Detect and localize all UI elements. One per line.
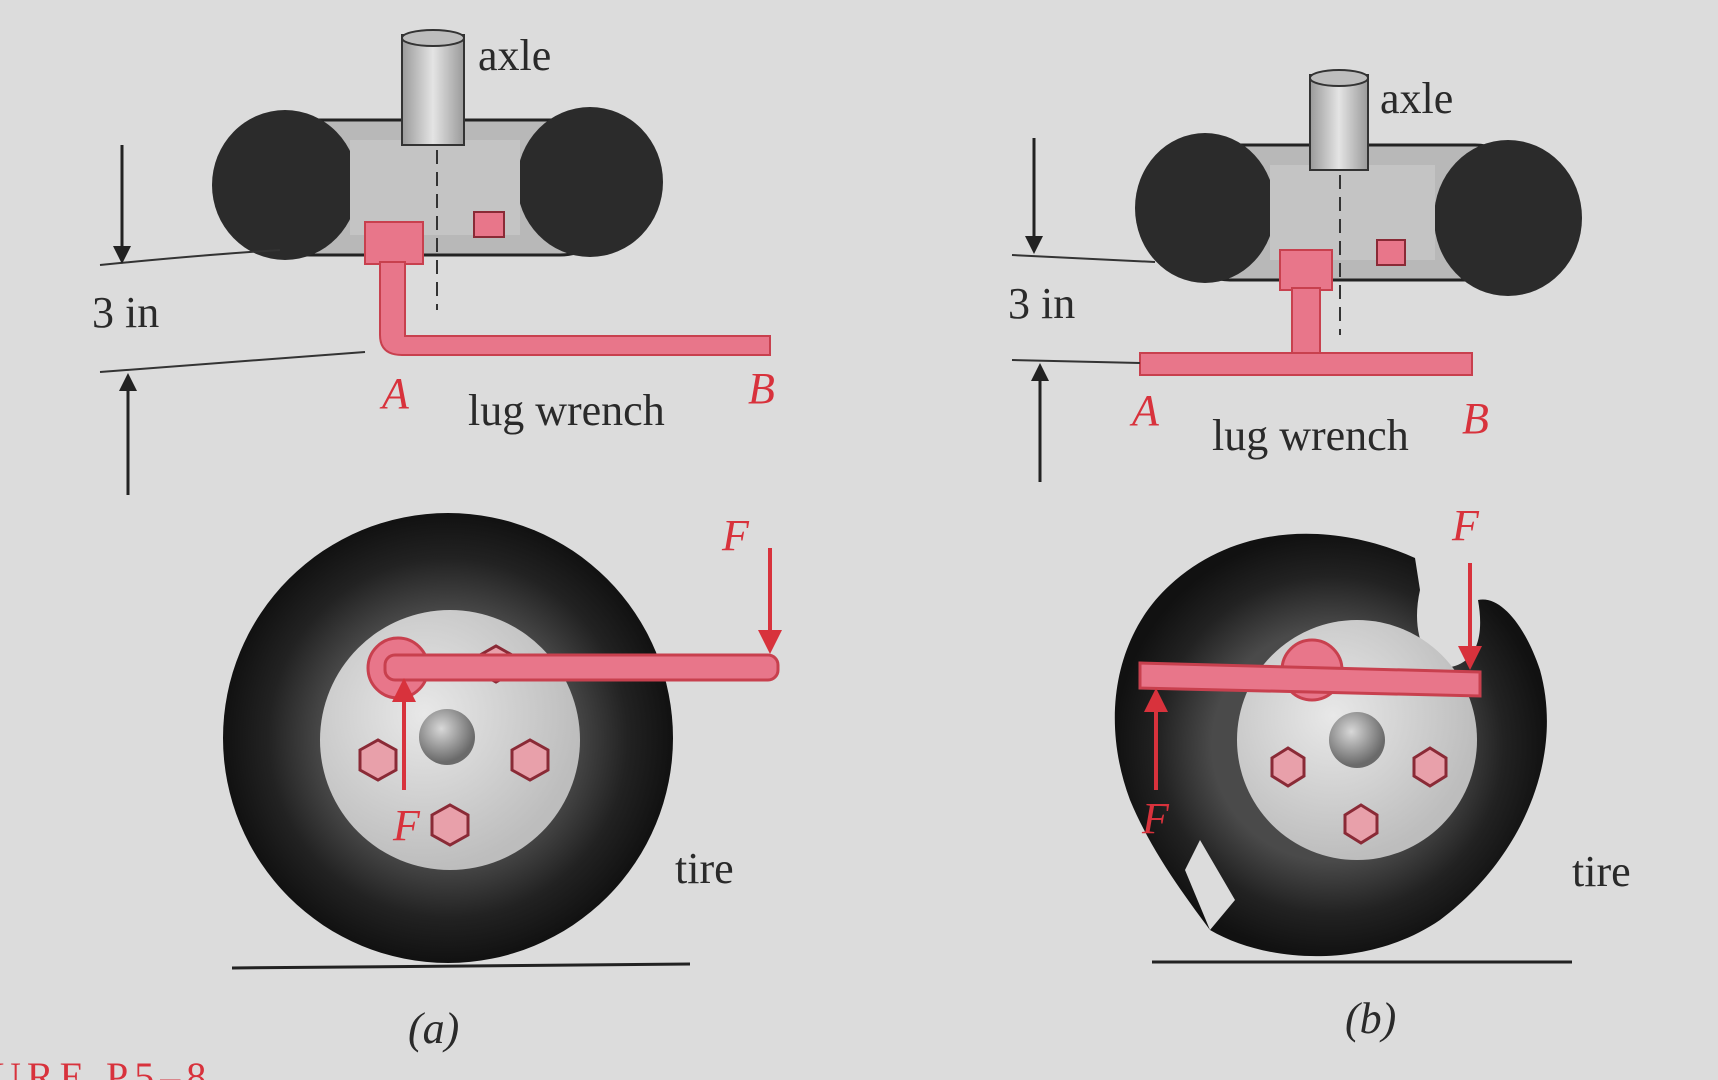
axle-a: [401, 29, 465, 310]
figure-label: URE P5–8: [0, 1054, 212, 1080]
figure-a: axle 3 in A B lug wrench: [92, 29, 782, 1053]
wrench-label-a: lug wrench: [468, 386, 665, 435]
force-label-bottom-a: F: [392, 801, 421, 850]
lug-nut-side-a: [473, 211, 505, 238]
point-b-label-a: B: [748, 364, 775, 413]
ground-line-a: [231, 962, 691, 970]
point-b-label-b: B: [1462, 394, 1489, 443]
dimension-3in-a: [99, 145, 366, 495]
tire-section-b: [1135, 133, 1582, 296]
lug-wrench-side-a: [364, 221, 771, 356]
tire-front-b: [1114, 533, 1547, 957]
lug-wrench-front-a: [366, 636, 780, 700]
force-label-top-b: F: [1451, 501, 1480, 550]
wrench-label-b: lug wrench: [1212, 411, 1409, 460]
force-arrows-b: [1144, 563, 1482, 790]
axle-b: [1309, 69, 1369, 335]
force-label-bottom-b: F: [1141, 794, 1170, 843]
caption-b: (b): [1345, 994, 1396, 1043]
force-label-top-a: F: [721, 511, 750, 560]
lug-wrench-front-b: [1138, 638, 1482, 702]
point-a-label-b: A: [1129, 386, 1160, 435]
tire-label-b: tire: [1572, 847, 1631, 896]
lug-nut-side-b: [1376, 239, 1406, 266]
dimension-label-a: 3 in: [92, 288, 159, 337]
dimension-label-b: 3 in: [1008, 279, 1075, 328]
point-a-label-a: A: [379, 369, 410, 418]
axle-label-b: axle: [1380, 74, 1453, 123]
force-arrows-a: [392, 548, 782, 790]
tire-front-a: [223, 513, 673, 963]
figure-b: axle 3 in A B lug wrench F F: [1008, 69, 1631, 1043]
caption-a: (a): [408, 1004, 459, 1053]
dimension-3in-b: [1011, 138, 1156, 482]
lug-wrench-side-b: [1139, 249, 1473, 376]
tire-section-a: [212, 107, 663, 260]
tire-label-a: tire: [675, 844, 734, 893]
axle-label-a: axle: [478, 31, 551, 80]
